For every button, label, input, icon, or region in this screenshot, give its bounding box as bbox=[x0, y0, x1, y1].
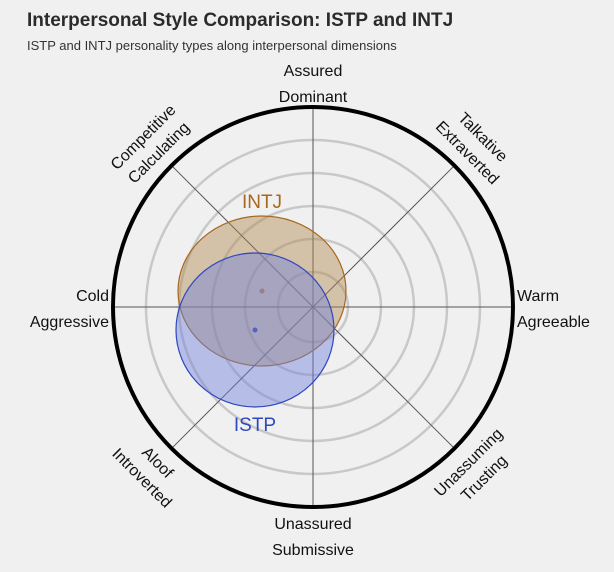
axis-line bbox=[171, 306, 314, 449]
series-label-intj: INTJ bbox=[242, 192, 282, 213]
series-label-istp: ISTP bbox=[234, 415, 276, 436]
axis-line bbox=[171, 165, 314, 308]
axis-label-line: Dominant bbox=[279, 89, 348, 106]
axis-label-line: Submissive bbox=[272, 542, 354, 559]
axis-line bbox=[312, 306, 455, 449]
chart-title: Interpersonal Style Comparison: ISTP and… bbox=[27, 10, 454, 31]
axis-label-line: Agreeable bbox=[517, 314, 590, 331]
axis-label-line: Unassured bbox=[274, 516, 351, 533]
chart-subtitle: ISTP and INTJ personality types along in… bbox=[27, 38, 397, 53]
axis-label-line: Assured bbox=[284, 63, 343, 80]
outer-ring bbox=[111, 105, 515, 509]
point-istp bbox=[252, 327, 258, 333]
point-intj bbox=[259, 288, 265, 294]
axis-label-line: Cold bbox=[76, 288, 109, 305]
axis-line bbox=[312, 165, 455, 308]
axis-label-line: Warm bbox=[517, 288, 559, 305]
axis-label-line: Aggressive bbox=[30, 314, 109, 331]
